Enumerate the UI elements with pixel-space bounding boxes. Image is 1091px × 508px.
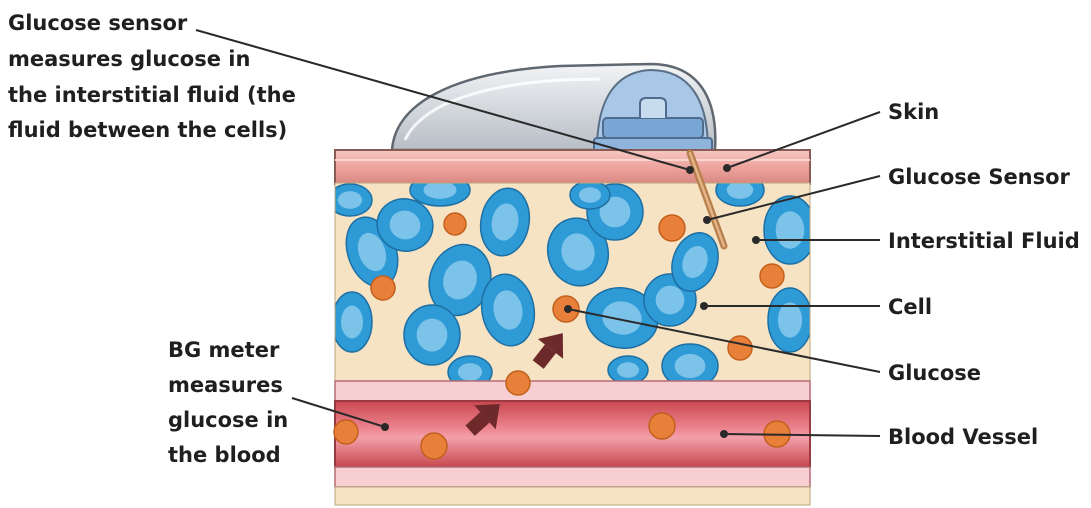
meter-note-line-4: the blood <box>168 443 281 467</box>
meter-note-line-3: glucose in <box>168 408 288 432</box>
glucose-molecule <box>649 413 675 439</box>
glucose-molecule <box>371 276 395 300</box>
sensor-note-line-4: fluid between the cells) <box>8 118 287 142</box>
skin-layer <box>335 150 810 184</box>
sensor-note: Glucose sensor measures glucose in the i… <box>8 11 303 142</box>
glucose-molecule <box>728 336 752 360</box>
cell-shape <box>608 356 648 384</box>
glucose-molecule <box>421 433 447 459</box>
sensor-transmitter <box>392 64 715 151</box>
blood-vessel <box>335 381 810 505</box>
sensor-note-line-1: Glucose sensor <box>8 11 188 35</box>
sensor-note-line-2: measures glucose in <box>8 47 250 71</box>
cell-shape <box>570 181 610 209</box>
label-glucose: Glucose <box>888 361 981 385</box>
cell-shape <box>404 305 460 365</box>
glucose-molecule <box>334 420 358 444</box>
cell-shape <box>768 288 812 352</box>
meter-note: BG meter measures glucose in the blood <box>168 338 296 467</box>
cell-shape <box>332 292 372 352</box>
label-cell: Cell <box>888 295 932 319</box>
meter-note-line-2: measures <box>168 373 283 397</box>
glucose-molecule <box>659 215 685 241</box>
cell-shape <box>764 196 816 264</box>
glucose-molecule <box>760 264 784 288</box>
sensor-note-line-3: the interstitial fluid (the <box>8 83 296 107</box>
label-blood-vessel: Blood Vessel <box>888 425 1038 449</box>
glucose-molecule <box>444 213 466 235</box>
label-glucose-sensor: Glucose Sensor <box>888 165 1071 189</box>
label-skin: Skin <box>888 100 939 124</box>
label-interstitial-fluid: Interstitial Fluid <box>888 229 1080 253</box>
meter-note-line-1: BG meter <box>168 338 280 362</box>
glucose-molecule <box>506 371 530 395</box>
